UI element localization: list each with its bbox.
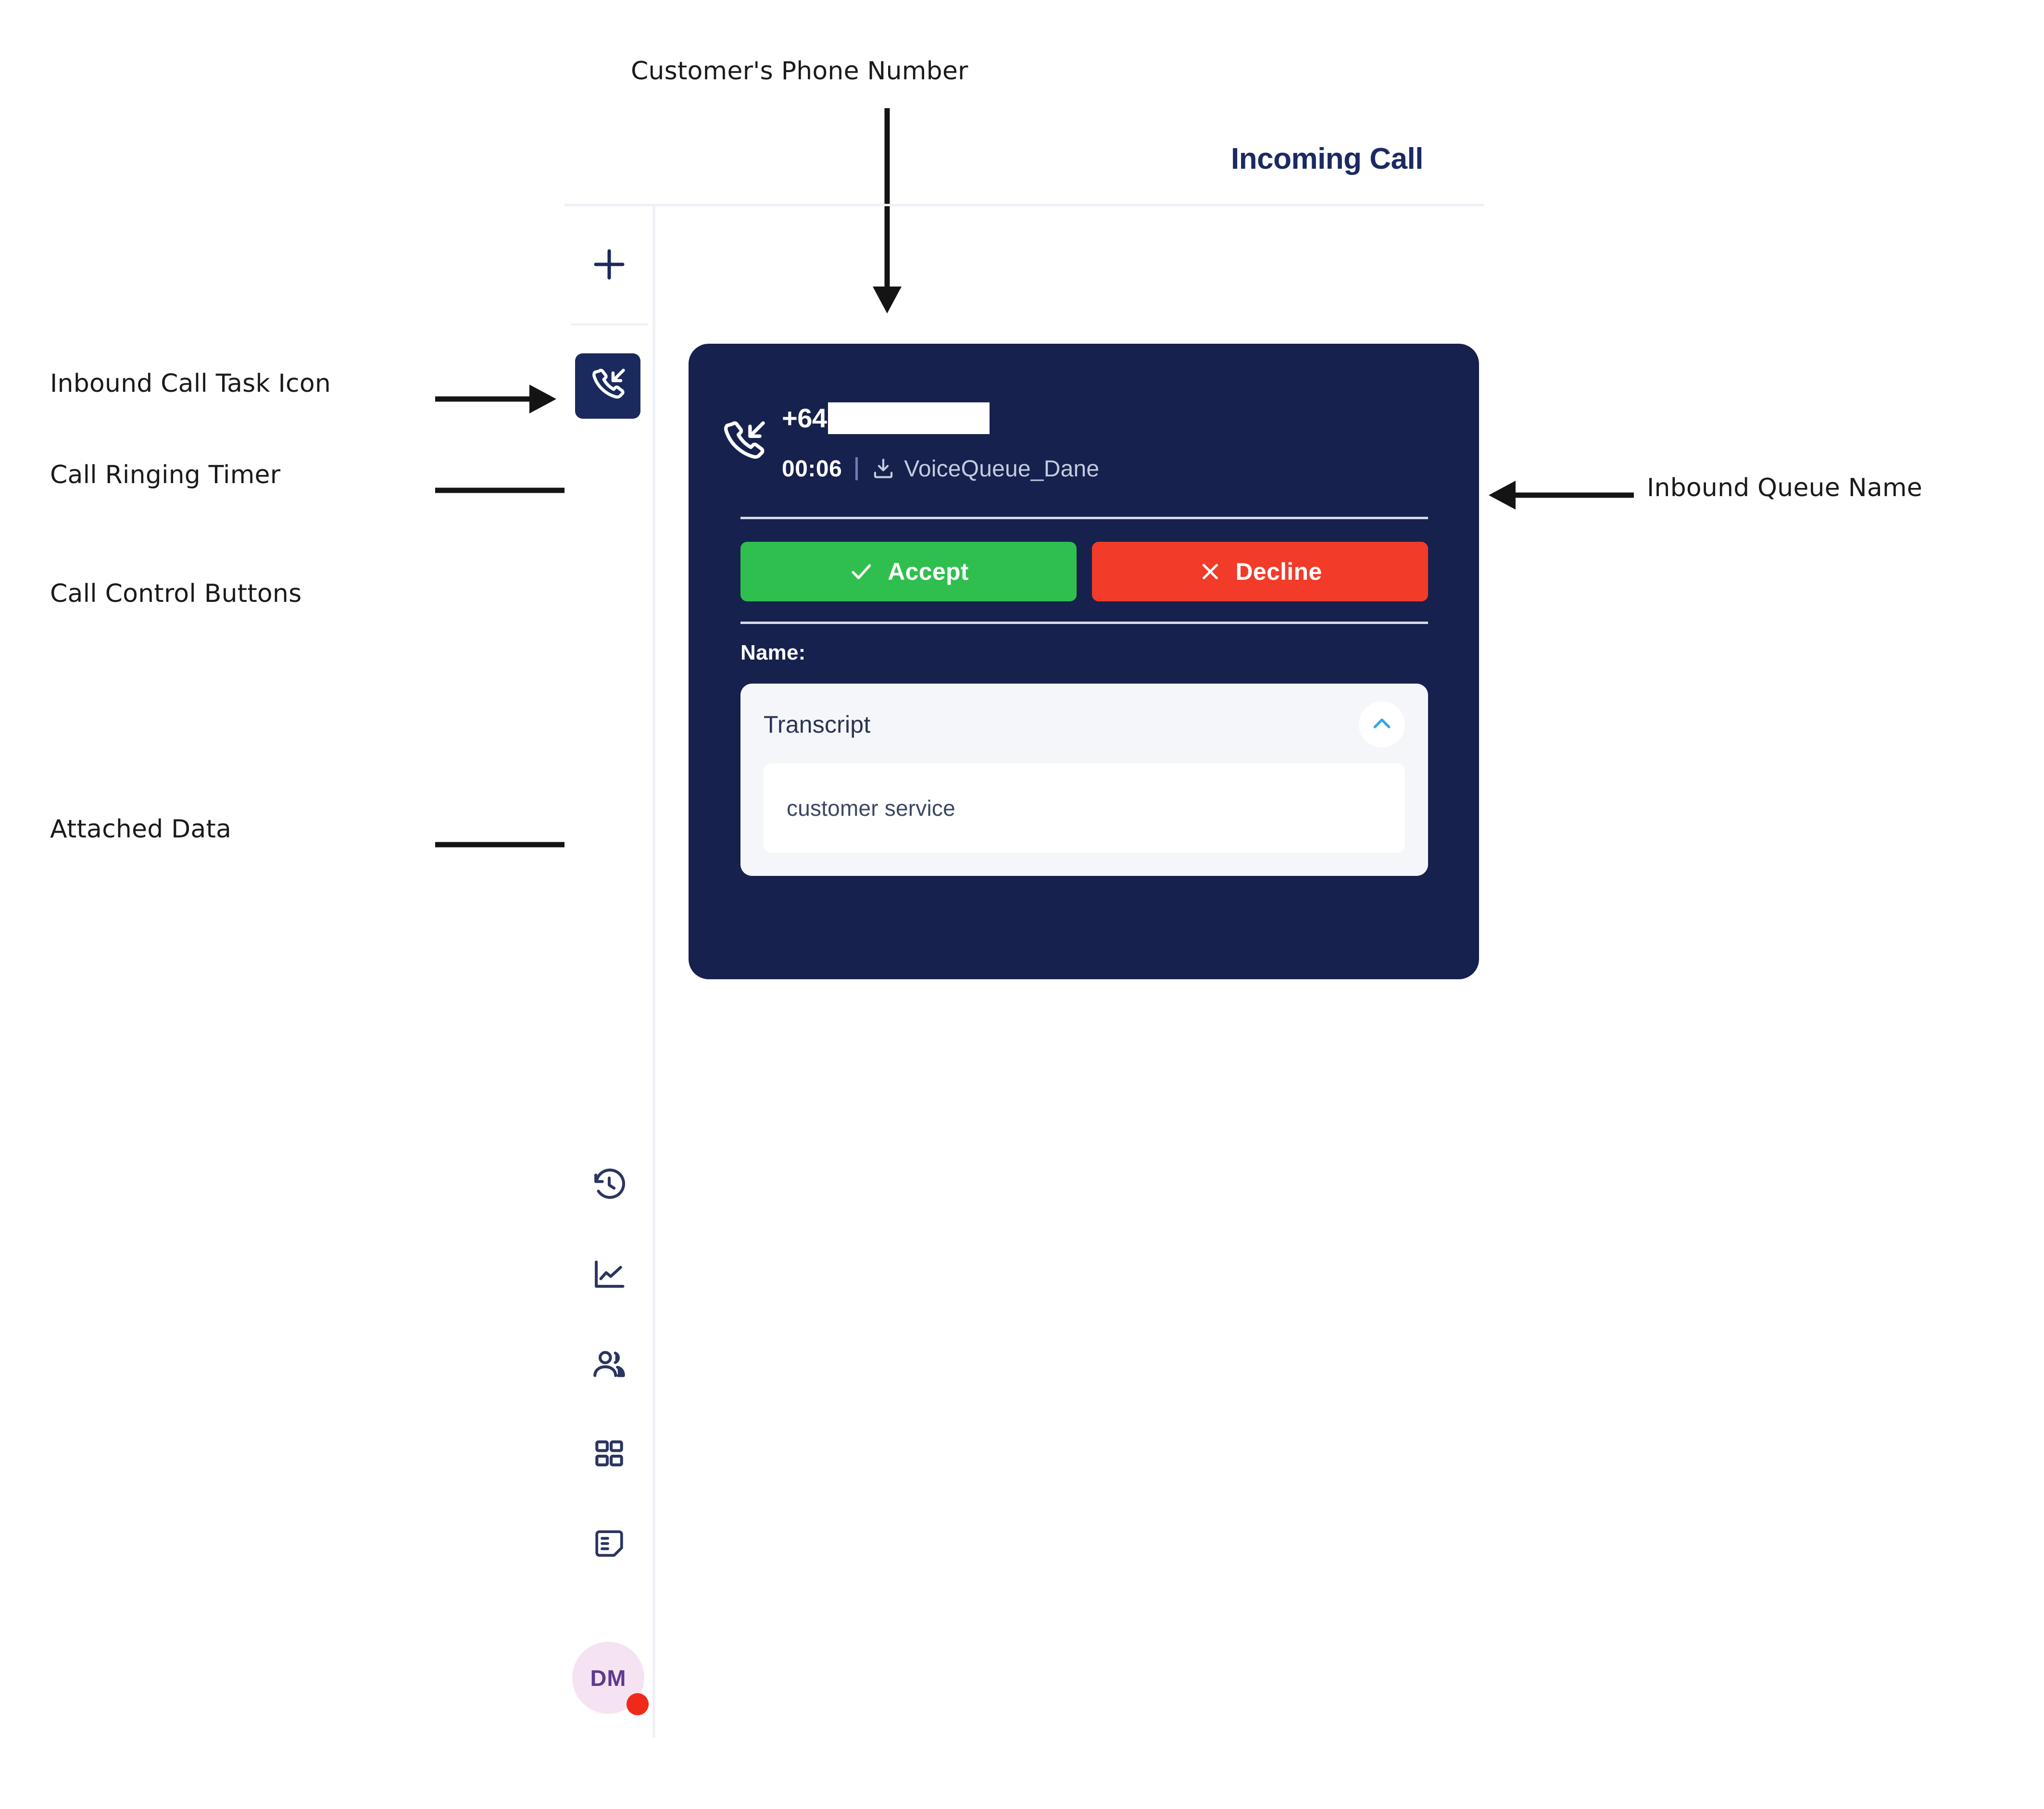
transcript-collapse-button[interactable] xyxy=(1359,701,1405,748)
annotation-label-inbound-call-task-icon: Inbound Call Task Icon xyxy=(50,369,331,398)
transcript-header: Transcript xyxy=(764,701,1405,748)
annotation-arrow-inbound-queue-name xyxy=(1489,481,1634,510)
caller-number-redaction xyxy=(828,402,990,434)
annotation-label-call-ringing-timer: Call Ringing Timer xyxy=(50,461,281,489)
panel-top-border xyxy=(564,204,1484,206)
analytics-line-chart-icon xyxy=(591,1257,627,1293)
sidebar-item-agents[interactable] xyxy=(564,1335,653,1393)
agents-people-icon xyxy=(591,1346,627,1383)
attached-data-name-label: Name: xyxy=(740,641,806,664)
annotation-label-customers-phone-number: Customer's Phone Number xyxy=(631,57,968,86)
annotation-label-attached-data: Attached Data xyxy=(50,815,232,844)
inbound-call-icon xyxy=(718,417,768,467)
card-divider-bottom xyxy=(740,622,1428,624)
status-badge xyxy=(627,1693,649,1715)
plus-icon xyxy=(589,244,629,285)
caller-number: +64 xyxy=(782,403,827,433)
annotation-label-inbound-queue-name: Inbound Queue Name xyxy=(1647,474,1922,502)
attached-data-transcript-panel: Transcript customer service xyxy=(740,684,1428,876)
sidebar-divider xyxy=(652,206,655,1737)
inbound-queue-name: VoiceQueue_Dane xyxy=(904,456,1100,482)
sidebar-task-inbound-call[interactable] xyxy=(575,353,640,419)
avatar-initials: DM xyxy=(590,1665,627,1691)
sidebar-item-history[interactable] xyxy=(564,1156,653,1214)
decline-button[interactable]: Decline xyxy=(1092,542,1428,601)
sidebar-item-analytics[interactable] xyxy=(564,1246,653,1304)
accept-button-label: Accept xyxy=(888,558,969,585)
transcript-text: customer service xyxy=(787,796,955,821)
apps-grid-icon xyxy=(592,1437,626,1471)
inbound-queue-download-icon xyxy=(871,457,895,481)
add-task-button[interactable] xyxy=(564,236,653,293)
sidebar-item-notes[interactable] xyxy=(564,1515,653,1573)
close-x-icon xyxy=(1198,560,1222,584)
avatar[interactable]: DM xyxy=(572,1642,644,1714)
sidebar-item-apps[interactable] xyxy=(564,1425,653,1483)
incoming-call-card: +64 00:06 VoiceQueue_Dane Accept xyxy=(689,344,1479,979)
notes-icon xyxy=(592,1527,627,1561)
accept-button[interactable]: Accept xyxy=(740,542,1077,601)
page-title: Incoming Call xyxy=(1231,142,1423,175)
history-icon xyxy=(591,1167,627,1203)
call-meta-row: 00:06 VoiceQueue_Dane xyxy=(782,455,1099,482)
sidebar-section-divider xyxy=(571,324,648,325)
meta-separator xyxy=(855,457,858,480)
check-icon xyxy=(848,559,874,585)
chevron-up-icon xyxy=(1369,711,1395,739)
inbound-call-icon xyxy=(588,365,627,407)
card-divider-top xyxy=(740,517,1428,519)
annotation-arrow-customers-phone-number xyxy=(873,108,902,313)
sidebar xyxy=(564,206,653,1737)
transcript-title: Transcript xyxy=(764,711,871,738)
annotation-arrow-inbound-call-task-icon xyxy=(435,385,556,413)
caller-number-row: +64 xyxy=(782,401,990,435)
annotation-label-call-control-buttons: Call Control Buttons xyxy=(50,579,302,608)
call-control-buttons: Accept Decline xyxy=(740,542,1428,601)
decline-button-label: Decline xyxy=(1235,558,1322,585)
transcript-body: customer service xyxy=(764,763,1405,853)
call-ringing-timer: 00:06 xyxy=(782,456,842,482)
